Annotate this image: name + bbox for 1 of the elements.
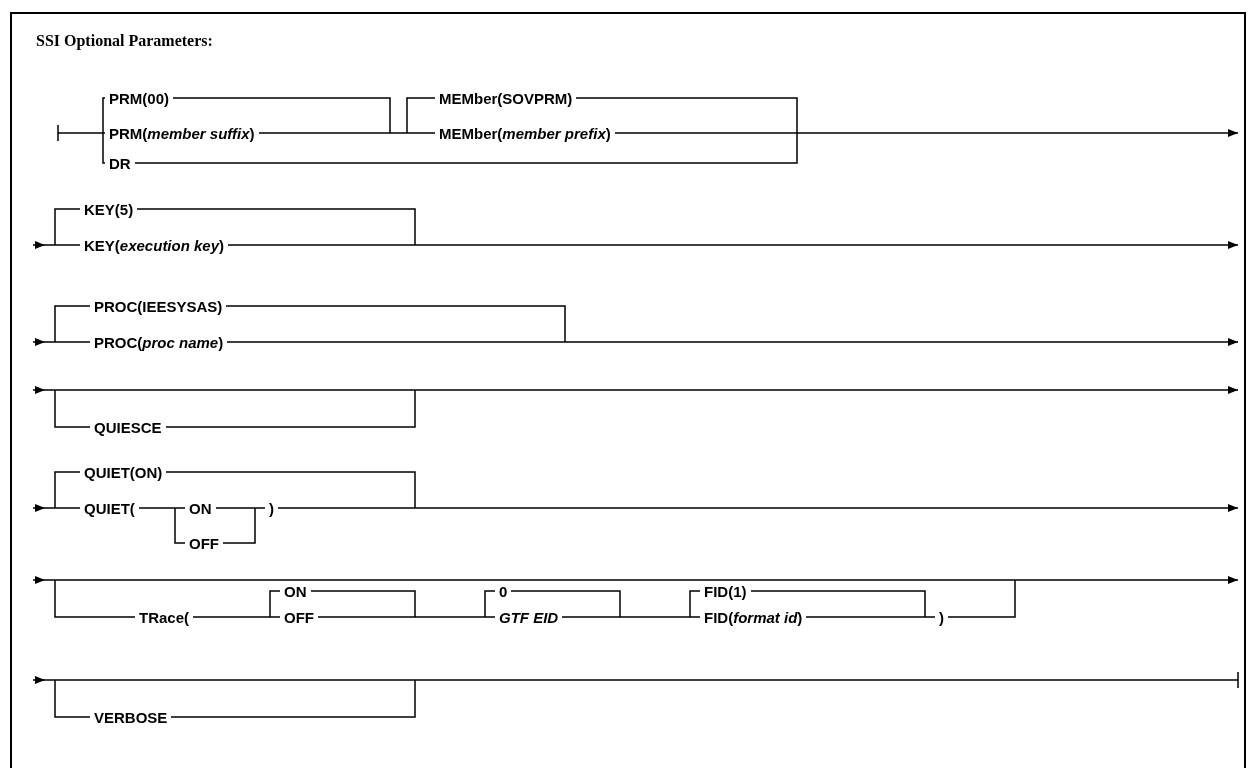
diagram-title: SSI Optional Parameters: — [36, 32, 213, 50]
